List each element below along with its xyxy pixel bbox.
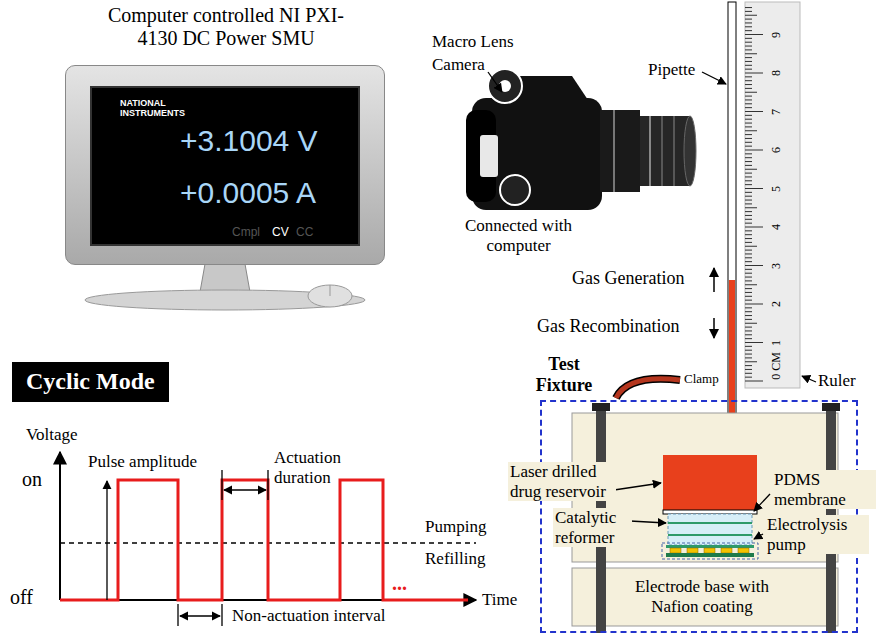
part-label: Ruler [818,371,856,391]
axis-label: Voltage [26,425,78,445]
monitor-bezel: Computer controlled NI PXI-4130 DC Power… [65,65,385,265]
ruler-number: 6 [770,147,784,153]
phase-label: Refilling [425,549,485,569]
status-indicator: CC [296,226,313,240]
part-label: Connected with computer [436,216,601,255]
electrode-label: Electrode base with Nafion coating [612,577,792,616]
clamp [616,379,680,398]
status-indicator: CV [272,226,289,240]
gas-up-arrow [713,268,715,292]
leader-lines [488,72,816,539]
continuation-mark: ... [392,572,407,595]
flow-label: Gas Generation [572,268,684,289]
gas-down-arrow [713,318,715,338]
ruler-number: 4 [770,224,784,230]
part-label: Camera [432,55,485,75]
part-label: PDMS membrane [772,470,876,509]
level-label: off [10,586,33,609]
mode-banner: Cyclic Mode [12,362,169,402]
electrode-base: Electrode base with Nafion coating [572,568,832,626]
voltage-reading: +3.1004 V [180,124,318,159]
monitor-stand [85,264,365,310]
current-reading: +0.0005 A [180,176,316,211]
ruler-number: 0 CM [770,352,784,380]
ruler-number: 1 [770,340,784,346]
signal-label: Actuation duration [274,448,374,487]
ruler-number: 8 [770,70,784,76]
fixture-title: Test Fixture [528,354,600,395]
monitor-title: Computer controlled NI PXI-4130 DC Power… [106,4,346,50]
signal-label: Non-actuation interval [232,606,385,626]
phase-label: Pumping [425,517,486,537]
monitor-screen: NATIONAL INSTRUMENTS +3.1004 V +0.0005 A Cm… [90,86,360,246]
flow-label: Gas Recombination [537,316,679,337]
clamp-fill [616,379,680,398]
ruler-number: 5 [770,186,784,192]
voltage-graph [60,452,476,626]
axis-label: Time [482,590,517,610]
part-label: Catalytic reformer [553,508,632,547]
pipette [728,2,736,455]
part-label: Clamp [684,372,719,387]
signal-label: Pulse amplitude [88,452,197,472]
part-label: Electrolysis pump [765,515,869,554]
part-label: Macro Lens [432,32,514,52]
ruler-number: 9 [770,32,784,38]
ruler-number: 7 [770,109,784,115]
part-label: Pipette [648,60,695,80]
mode-title: Cyclic Mode [26,368,155,396]
ruler-number: 3 [770,263,784,269]
level-label: on [22,468,42,491]
ruler-number: 2 [770,301,784,307]
part-label: Laser drilled drug reservoir [508,462,616,501]
status-indicator: Cmpl [232,226,260,240]
brand-logo: NATIONAL INSTRUMENTS [120,98,200,119]
camera [466,69,696,210]
ruler [745,2,800,388]
